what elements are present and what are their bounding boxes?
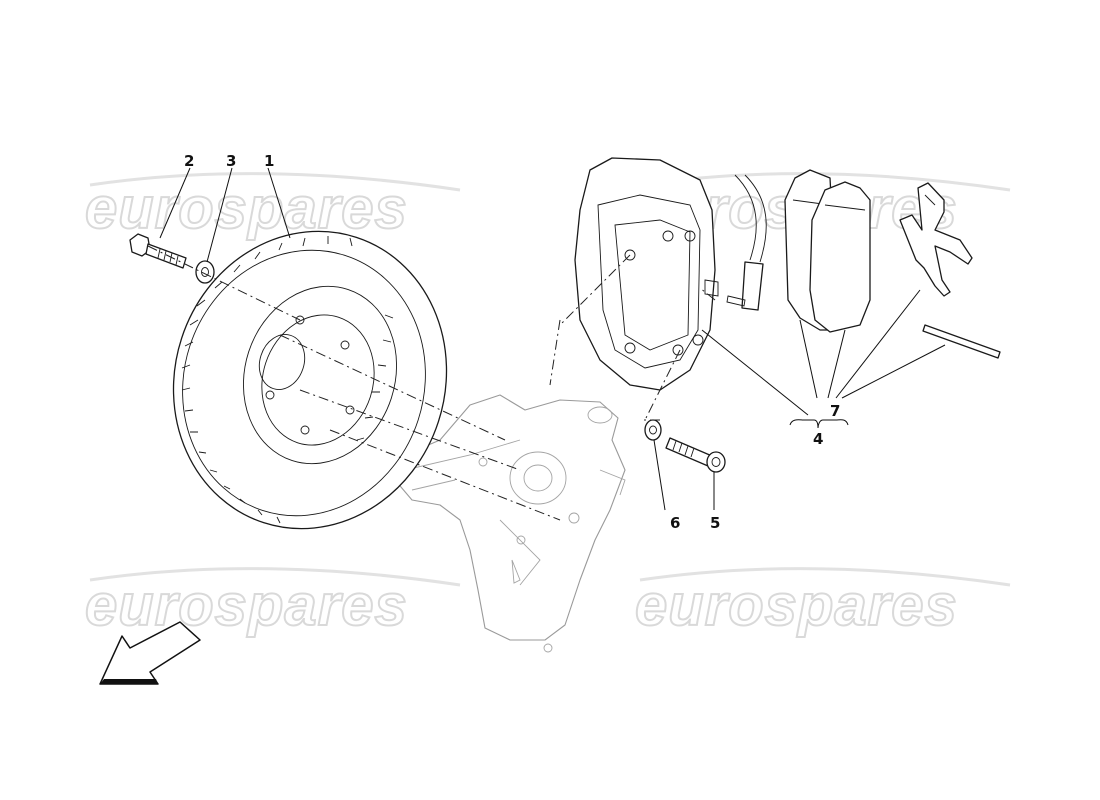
pad-retaining-pin bbox=[922, 324, 1001, 359]
watermark-text: eurospares bbox=[635, 573, 958, 638]
disc-washer bbox=[195, 260, 215, 284]
brake-disc bbox=[172, 230, 448, 530]
caliper-bolt bbox=[665, 437, 726, 473]
callout-3: 3 bbox=[226, 152, 236, 170]
assembly-axis-lines bbox=[147, 245, 716, 521]
brake-hose bbox=[726, 174, 767, 311]
callout-1: 1 bbox=[264, 152, 274, 170]
callout-7: 7 bbox=[830, 402, 840, 420]
callout-5: 5 bbox=[710, 514, 720, 532]
direction-arrow-icon bbox=[99, 621, 201, 685]
callout-labels: 2 3 1 7 4 6 5 bbox=[184, 152, 840, 532]
watermark-text: eurospares bbox=[85, 573, 408, 638]
callout-2: 2 bbox=[184, 152, 194, 170]
brake-caliper bbox=[574, 157, 719, 391]
leader-lines bbox=[159, 167, 946, 511]
caliper-washer bbox=[644, 419, 662, 441]
callout-6: 6 bbox=[670, 514, 680, 532]
watermark-text: eurospares bbox=[85, 176, 408, 241]
callout-4: 4 bbox=[813, 430, 823, 448]
brake-pad-inner bbox=[809, 181, 871, 333]
pad-spring-clip bbox=[899, 182, 973, 297]
hub-carrier-ghost bbox=[394, 394, 626, 653]
